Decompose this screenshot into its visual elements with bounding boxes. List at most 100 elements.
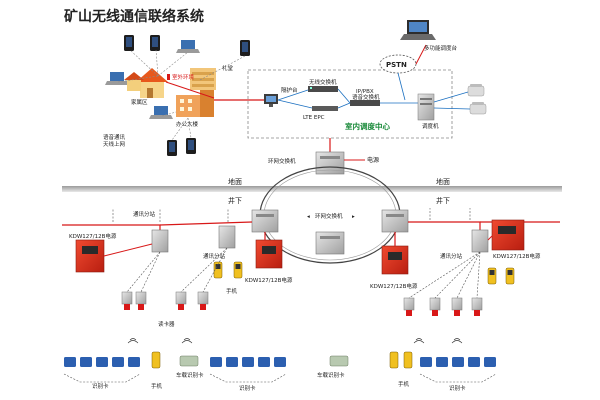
lte-epc-label: LTE EPC bbox=[303, 115, 325, 121]
id-card-icon bbox=[96, 357, 108, 367]
vehicle-card-2-label: 车载识别卡 bbox=[317, 371, 345, 379]
wifi-ap-icon bbox=[167, 74, 170, 80]
ground-right-label: 地面 bbox=[436, 177, 450, 186]
handheld-phone-icon bbox=[233, 261, 243, 279]
vehicle-card-icon bbox=[179, 355, 199, 367]
desk-phone-icon bbox=[467, 84, 485, 97]
voice-internet-label: 语音通讯 天线上网 bbox=[103, 133, 127, 148]
surface-area: 室外环境 家属区 礼堂 办公大楼 语音通讯 天线上网 bbox=[103, 35, 250, 156]
arrow-left-icon: ◂ bbox=[307, 214, 310, 220]
handheld-phone-icon bbox=[151, 351, 161, 369]
card-reader-icon bbox=[175, 291, 187, 310]
id-card-1-label: 识别卡 bbox=[92, 382, 109, 390]
ring-switch-top-label: 环网交换机 bbox=[268, 157, 296, 165]
office-building-label: 办公大楼 bbox=[176, 120, 199, 128]
protection-station-icon bbox=[264, 94, 278, 107]
id-card-icon bbox=[80, 357, 92, 367]
ring-switch-bottom-icon bbox=[315, 231, 345, 255]
id-card-icon bbox=[468, 357, 480, 367]
handheld-phone-icon bbox=[505, 267, 515, 285]
id-card-icon bbox=[452, 357, 464, 367]
phone-2-label: 手机 bbox=[151, 382, 163, 390]
id-card-icon bbox=[436, 357, 448, 367]
power-supply-icon bbox=[491, 219, 525, 251]
id-card-icon bbox=[484, 357, 496, 367]
underground-right-label: 井下 bbox=[436, 196, 450, 205]
lte-epc-icon bbox=[312, 106, 338, 111]
dispatcher-label: 调度机 bbox=[422, 122, 439, 130]
ip-pbx-icon bbox=[350, 100, 380, 106]
dispatch-center-label: 室内调度中心 bbox=[345, 121, 390, 131]
id-card-icon bbox=[274, 357, 286, 367]
id-card-icon bbox=[112, 357, 124, 367]
laptop-icon bbox=[149, 106, 173, 119]
handheld-phone-icon bbox=[403, 351, 413, 369]
handheld-phone-icon bbox=[389, 351, 399, 369]
power-kdw-4-label: KDW127/12B电源 bbox=[493, 252, 541, 260]
vehicle-card-1-label: 车载识别卡 bbox=[176, 371, 204, 379]
card-reader-icon bbox=[403, 297, 415, 316]
id-card-icon bbox=[210, 357, 222, 367]
laptop-icon bbox=[176, 40, 200, 53]
mobile-phone-icon bbox=[186, 138, 196, 154]
mobile-phone-icon bbox=[150, 35, 160, 51]
card-readers bbox=[121, 291, 483, 316]
handheld-phone-icon bbox=[213, 261, 223, 279]
id-card-icon bbox=[128, 357, 140, 367]
power-supply-icon bbox=[75, 239, 105, 273]
residential-label: 家属区 bbox=[131, 98, 148, 106]
ground-left-label: 地面 bbox=[228, 177, 242, 186]
ring-switch-left-icon bbox=[251, 209, 279, 233]
reader-label: 读卡器 bbox=[158, 320, 175, 328]
id-card-3-label: 识别卡 bbox=[449, 384, 466, 392]
auditorium-building-icon bbox=[190, 68, 216, 90]
signal-wave-icons bbox=[127, 338, 463, 344]
dispatcher-icon bbox=[417, 93, 435, 121]
laptop-icon bbox=[105, 72, 129, 85]
power-supply-icon bbox=[255, 239, 283, 269]
ip-pbx-line-2: 语音交换机 bbox=[352, 93, 380, 101]
power-kdw-1-label: KDW127/12B电源 bbox=[69, 232, 117, 240]
power-supply-icon bbox=[381, 245, 409, 275]
ring-switch-right-icon bbox=[381, 209, 409, 233]
card-reader-icon bbox=[121, 291, 133, 310]
phone-3-label: 手机 bbox=[398, 380, 410, 388]
comm-branch-station-icon bbox=[218, 225, 236, 249]
page-title: 矿山无线通信联络系统 bbox=[64, 9, 204, 25]
protection-station-label: 隔护台 bbox=[281, 86, 298, 94]
power-kdw-2-label: KDW127/12B电源 bbox=[245, 276, 293, 284]
arrow-right-icon: ▸ bbox=[352, 214, 355, 220]
dispatch-console-label: 多功能调度台 bbox=[424, 44, 458, 52]
id-card-icon bbox=[64, 357, 76, 367]
dispatch-center-box bbox=[247, 69, 453, 139]
card-reader-icon bbox=[197, 291, 209, 310]
id-card-icon bbox=[420, 357, 432, 367]
ring-switch-mid-label: 环网交换机 bbox=[315, 212, 343, 220]
desk-phone-icon bbox=[469, 102, 487, 115]
vehicle-card-icon bbox=[329, 355, 349, 367]
card-reader-icon bbox=[451, 297, 463, 316]
mobile-phone-icon bbox=[167, 140, 177, 156]
wireless-switch-label: 无线交换机 bbox=[309, 78, 337, 86]
power-kdw-3-label: KDW127/12B电源 bbox=[370, 282, 418, 290]
comm-branch-3-label: 通讯分站 bbox=[440, 252, 463, 260]
id-cards bbox=[64, 357, 496, 367]
dispatch-console-icon bbox=[400, 20, 436, 40]
id-card-icon bbox=[226, 357, 238, 367]
handheld-phone-icon bbox=[487, 267, 497, 285]
comm-branch-2-label: 通讯分站 bbox=[203, 252, 226, 260]
underground-left-label: 井下 bbox=[228, 196, 242, 205]
voice-internet-line-2: 天线上网 bbox=[103, 140, 126, 148]
phone-1-label: 手机 bbox=[226, 287, 238, 295]
residential-house-icon bbox=[124, 68, 168, 98]
id-card-icon bbox=[258, 357, 270, 367]
comm-branch-1-label: 通讯分站 bbox=[133, 210, 156, 218]
auditorium-label: 礼堂 bbox=[222, 64, 234, 72]
ip-pbx-label: IP/PBX 语音交换机 bbox=[352, 89, 380, 101]
comm-branch-station-icon bbox=[471, 229, 489, 253]
power-label: 电源 bbox=[367, 156, 379, 164]
id-card-icon bbox=[242, 357, 254, 367]
voice-internet-line-1: 语音通讯 bbox=[103, 133, 126, 141]
card-reader-icon bbox=[471, 297, 483, 316]
